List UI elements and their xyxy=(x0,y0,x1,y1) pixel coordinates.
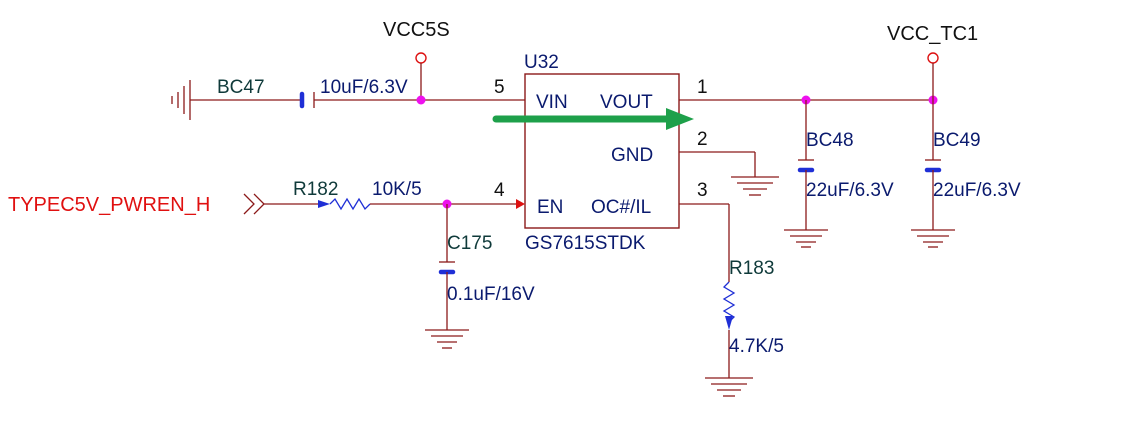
r182-value: 10K/5 xyxy=(372,179,422,200)
c175-ref: C175 xyxy=(447,233,492,254)
bc47-ground-symbol xyxy=(171,80,300,120)
net-label-vcc-tc1: VCC_TC1 xyxy=(887,23,978,45)
bc49-ground-symbol xyxy=(911,229,955,248)
junction-vcc5s xyxy=(416,95,426,105)
pin-label-vout: VOUT xyxy=(600,92,653,113)
pin-number-gnd: 2 xyxy=(697,129,708,150)
r183-ref: R183 xyxy=(729,258,774,279)
bc48-capacitor xyxy=(797,100,815,230)
c175-capacitor xyxy=(438,204,456,330)
pin-number-vin: 5 xyxy=(494,77,505,98)
u32-chip-body xyxy=(524,73,680,229)
vcc5s-symbol xyxy=(415,52,427,100)
port-connector-symbol xyxy=(243,193,318,215)
r182-ref: R182 xyxy=(293,179,338,200)
r183-value: 4.7K/5 xyxy=(729,336,784,357)
pin-label-oc-il: OC#/IL xyxy=(591,197,651,218)
r183-pin-marker xyxy=(725,316,733,330)
pin-label-gnd: GND xyxy=(611,145,653,166)
bc47-value: 10uF/6.3V xyxy=(320,77,408,98)
vcc-tc1-symbol xyxy=(927,52,939,100)
net-label-vcc5s: VCC5S xyxy=(383,19,450,41)
u32-part-number: GS7615STDK xyxy=(525,233,646,254)
r183-wire xyxy=(679,203,730,282)
c175-ground-symbol xyxy=(425,329,469,349)
pin-label-vin: VIN xyxy=(536,92,568,113)
r183-ground-symbol xyxy=(705,330,753,397)
bc49-value: 22uF/6.3V xyxy=(933,180,1021,201)
bc48-ground-symbol xyxy=(784,229,828,248)
port-label-typec5v-pwren-h: TYPEC5V_PWREN_H xyxy=(8,194,210,216)
flow-arrow xyxy=(492,108,694,130)
pin-number-en: 4 xyxy=(494,180,505,201)
u32-ref: U32 xyxy=(524,52,559,73)
chip-gnd-wire xyxy=(679,151,779,196)
bc49-capacitor xyxy=(924,100,942,230)
pin-label-en: EN xyxy=(537,197,563,218)
pin-number-vout: 1 xyxy=(697,77,708,98)
bc49-ref: BC49 xyxy=(933,130,981,151)
bc48-value: 22uF/6.3V xyxy=(806,180,894,201)
c175-value: 0.1uF/16V xyxy=(447,284,535,305)
bc48-ref: BC48 xyxy=(806,130,854,151)
bc47-ref: BC47 xyxy=(217,77,265,98)
pin-number-oc: 3 xyxy=(697,180,708,201)
